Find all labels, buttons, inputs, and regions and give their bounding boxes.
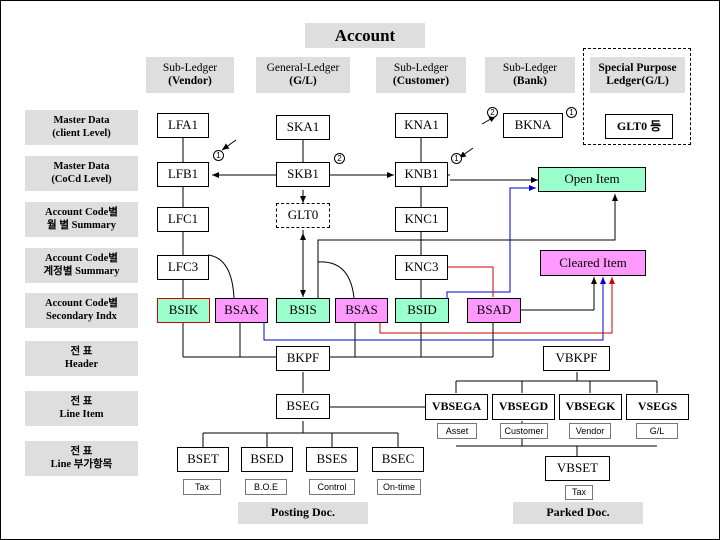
label-ontime: On-time — [377, 479, 421, 495]
column-header-bank-line1: Sub-Ledger — [502, 61, 558, 74]
table-bkna[interactable]: BKNA — [503, 113, 563, 138]
marker-one-customer: 1 — [451, 153, 462, 164]
table-ska1[interactable]: SKA1 — [276, 115, 330, 140]
table-bsec[interactable]: BSEC — [372, 447, 424, 472]
marker-two-bank: 2 — [487, 107, 498, 118]
table-lfc1[interactable]: LFC1 — [157, 207, 209, 232]
table-knc1[interactable]: KNC1 — [395, 207, 448, 232]
row-label-master-cocd-line2: (CoCd Level) — [51, 173, 112, 185]
label-vendor: Vendor — [569, 423, 611, 439]
row-label-monthly-summary-line2: 월 별 Summary — [47, 219, 116, 231]
table-kna1[interactable]: KNA1 — [395, 113, 448, 138]
column-header-gl: General-Ledger (G/L) — [256, 57, 350, 93]
row-label-master-client: Master Data(client Level) — [25, 110, 138, 145]
table-vbsegs[interactable]: VSEGS — [626, 394, 689, 420]
row-label-master-client-line2: (client Level) — [52, 127, 111, 139]
row-label-master-client-line1: Master Data — [53, 115, 110, 127]
label-control: Control — [309, 479, 355, 495]
footer-posting-doc: Posting Doc. — [238, 502, 368, 524]
table-vbsegk[interactable]: VBSEGK — [559, 394, 622, 420]
table-glt0[interactable]: GLT0 — [276, 203, 330, 228]
table-bkpf[interactable]: BKPF — [276, 346, 330, 371]
table-bsak[interactable]: BSAK — [215, 298, 268, 323]
open-item-box[interactable]: Open Item — [538, 167, 646, 192]
label-vbset-tax: Tax — [565, 485, 593, 500]
label-customer: Customer — [500, 423, 548, 439]
column-header-special-line2: Ledger(G/L) — [606, 75, 669, 87]
row-label-secondary-index-line2: Secondary Indx — [46, 310, 117, 322]
table-bsad[interactable]: BSAD — [467, 298, 521, 323]
row-label-header-line1: 전 표 — [70, 346, 93, 358]
table-bses[interactable]: BSES — [306, 447, 358, 472]
table-skb1[interactable]: SKB1 — [276, 162, 330, 187]
footer-parked-doc: Parked Doc. — [513, 502, 643, 524]
table-bseg[interactable]: BSEG — [276, 394, 330, 419]
table-bset[interactable]: BSET — [177, 447, 229, 472]
table-bsed[interactable]: BSED — [241, 447, 293, 472]
row-label-secondary-index-line1: Account Code별 — [45, 298, 118, 310]
table-vbset[interactable]: VBSET — [545, 456, 610, 481]
table-glt0-special[interactable]: GLT0 등 — [605, 114, 673, 139]
column-header-vendor-line1: Sub-Ledger — [162, 61, 218, 74]
row-label-master-cocd: Master Data(CoCd Level) — [25, 156, 138, 191]
table-lfc3[interactable]: LFC3 — [157, 255, 209, 280]
table-knc3[interactable]: KNC3 — [395, 255, 448, 280]
row-label-line-additional-line1: 전 표 — [70, 446, 93, 458]
table-lfa1[interactable]: LFA1 — [157, 113, 209, 138]
table-bsid[interactable]: BSID — [395, 298, 449, 323]
row-label-line-item-line1: 전 표 — [70, 396, 93, 408]
label-asset: Asset — [437, 423, 477, 439]
table-vbsegd[interactable]: VBSEGD — [492, 394, 555, 420]
column-header-special-line1: Special Purpose — [598, 61, 677, 74]
title-account: Account — [305, 23, 425, 48]
label-tax: Tax — [183, 479, 221, 495]
column-header-special: Special Purpose Ledger(G/L) — [590, 57, 685, 93]
marker-one-bank: 1 — [566, 107, 577, 118]
row-label-line-additional-line2: Line 부가항목 — [50, 458, 113, 470]
label-boe: B.O.E — [245, 479, 287, 495]
column-header-gl-line2: (G/L) — [289, 75, 317, 87]
column-header-bank-line2: (Bank) — [513, 75, 547, 87]
table-vbkpf[interactable]: VBKPF — [543, 346, 610, 371]
column-header-customer-line1: Sub-Ledger — [393, 61, 449, 74]
table-bsas[interactable]: BSAS — [335, 298, 388, 323]
row-label-account-summary-line1: Account Code별 — [45, 253, 118, 265]
row-label-account-summary-line2: 계정별 Summary — [43, 265, 120, 277]
column-header-vendor-line2: (Vendor) — [168, 75, 212, 87]
table-knb1[interactable]: KNB1 — [395, 162, 448, 187]
label-gl: G/L — [636, 423, 678, 439]
row-label-monthly-summary-line1: Account Code별 — [45, 207, 118, 219]
column-header-vendor: Sub-Ledger (Vendor) — [146, 57, 234, 93]
marker-two-gl: 2 — [334, 153, 345, 164]
row-label-line-item-line2: Line Item — [59, 408, 104, 420]
row-label-master-cocd-line1: Master Data — [53, 161, 110, 173]
table-bsik[interactable]: BSIK — [157, 298, 210, 323]
table-bsis[interactable]: BSIS — [276, 298, 330, 323]
column-header-bank: Sub-Ledger (Bank) — [485, 57, 575, 93]
table-vbsega[interactable]: VBSEGA — [425, 394, 488, 420]
marker-one-vendor: 1 — [213, 150, 224, 161]
column-header-gl-line1: General-Ledger — [266, 61, 340, 74]
table-lfb1[interactable]: LFB1 — [157, 162, 209, 187]
column-header-customer: Sub-Ledger (Customer) — [376, 57, 466, 93]
column-header-customer-line2: (Customer) — [392, 75, 450, 87]
cleared-item-box[interactable]: Cleared Item — [540, 250, 646, 276]
row-label-header-line2: Header — [64, 358, 99, 370]
special-purpose-ledger-group — [583, 48, 691, 145]
